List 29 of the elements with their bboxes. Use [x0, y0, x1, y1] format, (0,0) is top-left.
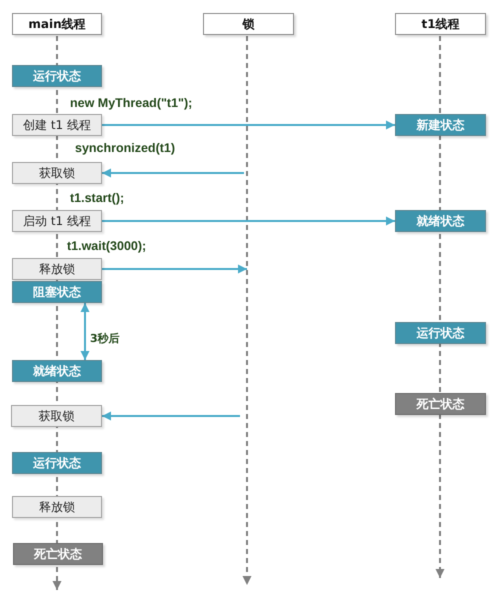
state-box: 运行状态: [395, 322, 486, 344]
arrow: [102, 264, 247, 274]
arrow: [102, 412, 240, 420]
state-box: 死亡状态: [13, 543, 103, 565]
state-box: 阻塞状态: [12, 281, 102, 303]
code-label: t1.start();: [70, 191, 124, 205]
edge-label: 3秒后: [89, 332, 121, 346]
code-label: t1.wait(3000);: [67, 239, 146, 253]
action-box: 释放锁: [12, 258, 102, 280]
state-box: 新建状态: [395, 114, 486, 136]
arrow: [102, 120, 395, 130]
lifeline-header: 锁: [203, 13, 294, 35]
state-box: 运行状态: [12, 65, 102, 87]
code-label: new MyThread("t1");: [70, 96, 192, 110]
action-box: 启动 t1 线程: [12, 210, 102, 232]
arrow: [102, 168, 244, 178]
action-box: 创建 t1 线程: [12, 114, 102, 136]
lifeline-header: t1线程: [395, 13, 486, 35]
action-box: 获取锁: [12, 162, 102, 184]
state-box: 就绪状态: [12, 360, 102, 382]
lifeline-header: main线程: [12, 13, 102, 35]
action-box: 释放锁: [12, 496, 102, 518]
state-box: 死亡状态: [395, 393, 486, 415]
action-box: 获取锁: [11, 405, 102, 427]
double-arrow: [80, 303, 90, 360]
state-box: 运行状态: [12, 452, 102, 474]
code-label: synchronized(t1): [75, 141, 176, 155]
state-box: 就绪状态: [395, 210, 486, 232]
arrow: [102, 216, 395, 226]
